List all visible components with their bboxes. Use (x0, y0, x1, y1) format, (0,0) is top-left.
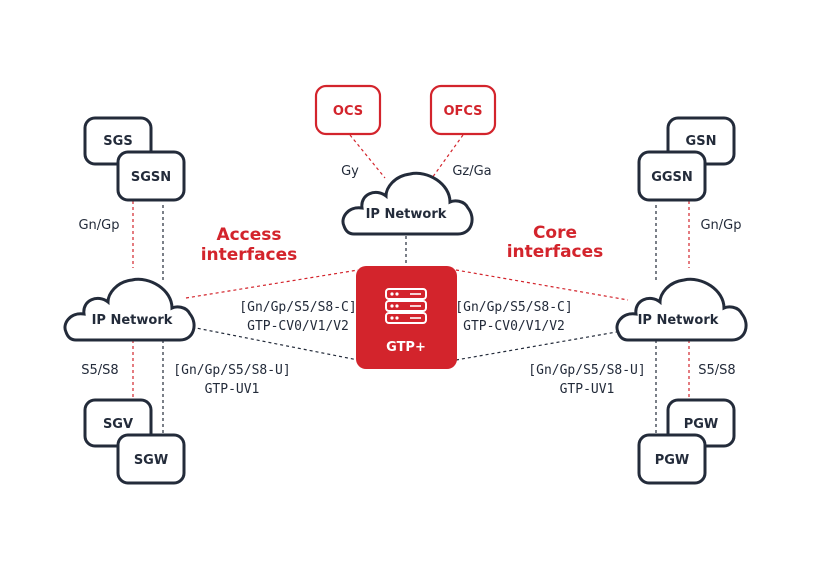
cloud-left-label: IP Network (92, 313, 173, 328)
link-ofcs (431, 134, 464, 179)
link-left-access-u (185, 325, 359, 361)
label-gzga: Gz/Ga (452, 164, 491, 179)
gsn-label: GSN (686, 134, 717, 149)
iface-left-u-line2: GTP-UV1 (205, 382, 260, 397)
access-title-line1: Access (216, 225, 281, 245)
ggsn-label: GGSN (651, 170, 693, 185)
iface-right-u-line2: GTP-UV1 (560, 382, 615, 397)
iface-left-c-line1: [Gn/Gp/S5/S8-C] (239, 300, 356, 315)
cloud-right-label: IP Network (638, 313, 719, 328)
cloud-icon (63, 277, 196, 342)
core-title-line2: interfaces (507, 242, 604, 262)
ofcs-node: OFCS (429, 84, 497, 136)
sgsn-node: SGSN (116, 150, 186, 202)
iface-right-c-line1: [Gn/Gp/S5/S8-C] (455, 300, 572, 315)
link-left-access-c (185, 269, 359, 299)
gtp-node: GTP+ (356, 266, 457, 369)
access-title-line2: interfaces (201, 245, 298, 265)
sgw-label: SGW (134, 453, 168, 468)
cloud-top: IP Network (341, 171, 474, 236)
sgv-label: SGV (103, 417, 133, 432)
iface-left-u-line1: [Gn/Gp/S5/S8-U] (173, 363, 290, 378)
cloud-icon (615, 277, 748, 342)
sgsn-label: SGSN (131, 170, 171, 185)
pgw-back-label: PGW (684, 417, 719, 432)
label-right-gngp: Gn/Gp (700, 218, 741, 233)
cloud-left: IP Network (63, 277, 196, 342)
label-right-s5s8: S5/S8 (698, 363, 735, 378)
pgw-front-node: PGW (637, 433, 707, 485)
label-left-s5s8: S5/S8 (81, 363, 118, 378)
sgw-node: SGW (116, 433, 186, 485)
pgw-front-label: PGW (655, 453, 690, 468)
core-title-line1: Core (533, 223, 577, 243)
iface-right-u-line1: [Gn/Gp/S5/S8-U] (528, 363, 645, 378)
cloud-top-label: IP Network (366, 207, 447, 222)
ocs-label: OCS (333, 104, 363, 119)
link-right-core-c (455, 269, 629, 301)
sgs-label: SGS (103, 134, 132, 149)
label-left-gngp: Gn/Gp (78, 218, 119, 233)
ggsn-node: GGSN (637, 150, 707, 202)
ofcs-label: OFCS (443, 104, 482, 119)
cloud-right: IP Network (615, 277, 748, 342)
server-rack-icon (385, 288, 427, 324)
iface-right-c-line2: GTP-CV0/V1/V2 (463, 319, 565, 334)
cloud-icon (341, 171, 474, 236)
link-right-core-u (455, 329, 629, 361)
gtp-label: GTP+ (386, 340, 426, 355)
iface-left-c-line2: GTP-CV0/V1/V2 (247, 319, 349, 334)
label-gy: Gy (341, 164, 359, 179)
ocs-node: OCS (314, 84, 382, 136)
